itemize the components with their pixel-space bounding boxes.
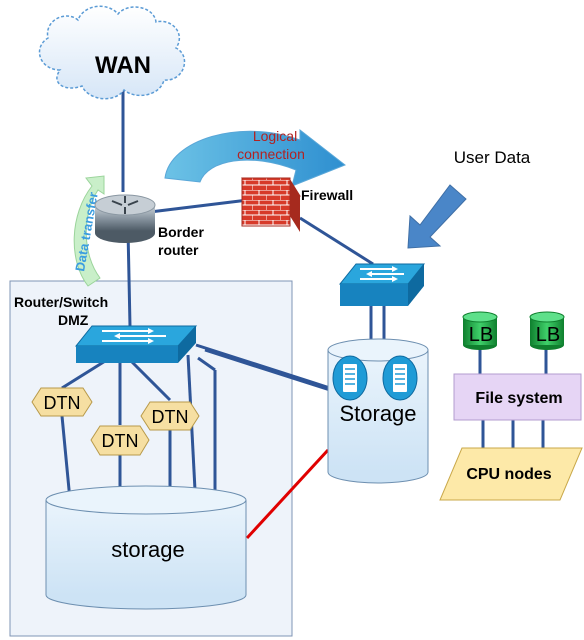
storage-right-label: Storage xyxy=(339,401,416,426)
router-to-firewall-link xyxy=(149,198,249,214)
border-router-label-line1: Border xyxy=(158,224,204,240)
lb-label-2: LB xyxy=(536,324,560,346)
right-switch xyxy=(338,263,426,306)
lb-cylinder-2 xyxy=(529,311,565,350)
storage-main-label: storage xyxy=(111,537,184,562)
dmz-switch xyxy=(74,325,198,363)
red-link xyxy=(245,448,330,540)
cpu-nodes-box xyxy=(439,447,583,501)
logical-connection-label-line1: Logical xyxy=(253,128,297,144)
router-switch-label-line2: DMZ xyxy=(58,312,89,328)
user-data-arrow xyxy=(407,184,467,249)
user-data-label: User Data xyxy=(454,148,531,167)
wan-cloud xyxy=(38,5,186,100)
router-switch-label-line1: Router/Switch xyxy=(14,294,108,310)
lb-cylinder-1 xyxy=(462,311,498,350)
file-system-box xyxy=(453,373,582,421)
storage-cylinder-main xyxy=(45,485,247,610)
dtn-label-2: DTN xyxy=(102,431,139,451)
dtn-node-1 xyxy=(31,387,93,417)
router-to-switch-link xyxy=(126,229,132,327)
border-router xyxy=(94,194,156,243)
server-icon-2 xyxy=(382,355,418,401)
firewall-to-switch-link xyxy=(299,216,374,266)
wan-label: WAN xyxy=(95,52,151,79)
logical-connection-label-line2: connection xyxy=(237,146,305,162)
lb-label-1: LB xyxy=(469,324,493,346)
server-icon-1 xyxy=(332,355,368,401)
data-transfer-arrow xyxy=(73,175,105,287)
dtn-label-3: DTN xyxy=(152,407,189,427)
firewall-label: Firewall xyxy=(301,187,353,203)
logical-connection-arrow xyxy=(164,128,346,187)
dtn-label-1: DTN xyxy=(44,393,81,413)
dmz-switch-to-storage-link-2 xyxy=(204,348,331,392)
dtn-node-3 xyxy=(140,401,200,431)
dtn-node-2 xyxy=(90,425,150,456)
dtn1-to-storage xyxy=(60,415,72,501)
file-system-label: File system xyxy=(475,390,562,407)
dmz-switch-to-storage-link xyxy=(195,343,331,390)
switch-to-storage-link-b xyxy=(197,356,216,372)
firewall xyxy=(241,177,301,232)
switch-to-dtn-3 xyxy=(130,360,172,402)
border-router-label-line2: router xyxy=(158,242,199,258)
cpu-nodes-label: CPU nodes xyxy=(466,466,551,483)
